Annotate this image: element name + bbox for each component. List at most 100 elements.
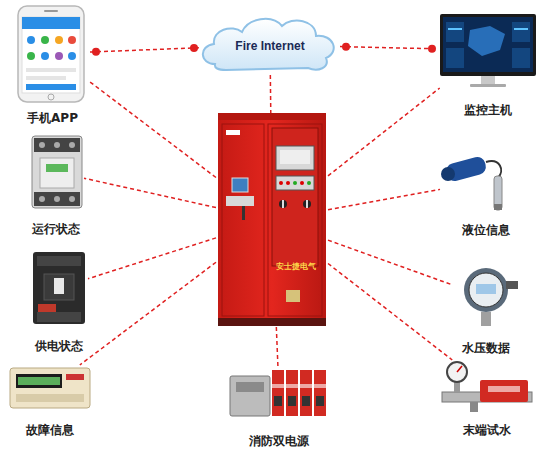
device-label: 运行状态 xyxy=(32,221,80,238)
contactor-illustration-part xyxy=(39,196,45,202)
pressure-transmitter-illustration xyxy=(464,268,518,326)
dashed-connector xyxy=(88,238,216,279)
device-label: 末端试水 xyxy=(463,422,511,439)
monitor-illustration-part xyxy=(481,76,495,84)
dashed-connector xyxy=(90,48,200,52)
cabinet-node: 安士捷电气 xyxy=(216,113,328,327)
breaker-illustration-part xyxy=(37,256,81,266)
control-cabinet-illustration-part xyxy=(226,196,254,206)
device-node: 液位信息 xyxy=(440,150,532,212)
dual-power-illustration-part xyxy=(288,396,296,406)
control-cabinet-illustration-part xyxy=(293,181,297,185)
contactor-illustration-part xyxy=(54,196,60,202)
test-valve-illustration-part xyxy=(470,402,478,412)
fault-device-illustration xyxy=(10,368,90,408)
dashed-connector xyxy=(340,47,438,49)
connector-dot xyxy=(92,48,100,56)
dual-power-illustration-part xyxy=(302,396,310,406)
control-cabinet-illustration-part xyxy=(300,181,304,185)
monitor-illustration-part xyxy=(512,48,530,68)
connector-dot xyxy=(190,44,198,52)
fault-device-illustration-part xyxy=(66,374,84,380)
breaker-illustration-part xyxy=(33,252,85,324)
phone-illustration-part xyxy=(22,17,80,93)
control-cabinet-illustration-part xyxy=(218,120,326,320)
device-label: 液位信息 xyxy=(462,222,510,239)
pressure-transmitter-illustration-part xyxy=(464,268,508,312)
monitor-illustration-part xyxy=(514,28,528,30)
control-cabinet-illustration-part xyxy=(307,181,311,185)
device-label: 水压数据 xyxy=(462,340,510,357)
device-label: 手机APP xyxy=(27,110,78,127)
dual-power-illustration-part xyxy=(300,370,312,416)
monitor-illustration-part xyxy=(448,28,462,30)
monitor-illustration-part xyxy=(470,84,506,87)
fault-device-illustration-part xyxy=(16,394,84,402)
control-cabinet-illustration-part xyxy=(272,128,318,266)
dashed-connector xyxy=(80,262,216,365)
dual-power-illustration xyxy=(230,370,326,416)
dual-power-illustration-part xyxy=(314,370,326,416)
level-sensor-illustration-part xyxy=(486,161,501,178)
breaker-illustration-part xyxy=(44,274,74,300)
phone-illustration-part xyxy=(18,6,84,102)
monitor-illustration-part xyxy=(446,48,464,68)
contactor-illustration-part xyxy=(32,136,82,208)
cabinet-brand-text: 安士捷电气 xyxy=(276,261,316,272)
control-cabinet-illustration-part xyxy=(282,200,284,208)
phone-illustration-part xyxy=(26,76,66,80)
breaker-illustration xyxy=(33,252,85,324)
phone-illustration-part xyxy=(41,52,49,60)
level-sensor-illustration xyxy=(441,155,502,210)
control-cabinet-illustration-part xyxy=(242,206,245,220)
dual-power-illustration-part xyxy=(316,396,324,406)
cloud-node: Fire Internet xyxy=(200,15,340,75)
level-sensor-illustration-part xyxy=(494,176,502,210)
control-cabinet-illustration-part xyxy=(222,124,264,316)
contactor-illustration-part xyxy=(34,138,80,152)
contactor-illustration xyxy=(32,136,82,208)
control-cabinet-illustration-part xyxy=(226,130,240,135)
test-valve-illustration-part xyxy=(457,366,462,372)
control-cabinet-illustration-part xyxy=(286,290,300,302)
fault-device-illustration-part xyxy=(18,377,60,385)
level-sensor-illustration-part xyxy=(494,204,502,210)
dual-power-illustration-part xyxy=(286,370,298,416)
control-cabinet-illustration-part xyxy=(279,181,283,185)
phone-illustration-part xyxy=(44,10,58,12)
device-node: 运行状态 xyxy=(28,133,84,211)
device-node: 末端试水 xyxy=(440,360,534,414)
device-label: 消防双电源 xyxy=(249,433,309,450)
device-label: 监控主机 xyxy=(464,102,512,119)
control-cabinet-illustration-part xyxy=(268,124,322,316)
dashed-connector xyxy=(90,82,216,178)
test-valve-illustration-part xyxy=(488,386,520,392)
dual-power-illustration-part xyxy=(230,376,270,416)
test-valve-illustration-part xyxy=(447,362,467,382)
monitor-illustration xyxy=(440,14,536,87)
monitor-illustration-part xyxy=(512,22,530,42)
dashed-connector xyxy=(270,75,272,113)
monitor-illustration-part xyxy=(468,26,505,56)
device-label: 供电状态 xyxy=(35,338,83,355)
control-cabinet-illustration-part xyxy=(276,146,314,170)
control-cabinet-illustration-part xyxy=(286,181,290,185)
dual-power-illustration-part xyxy=(236,382,264,392)
pressure-transmitter-illustration-part xyxy=(476,284,496,294)
monitor-illustration-part xyxy=(440,14,536,76)
contactor-illustration-part xyxy=(54,142,60,148)
dual-power-illustration-part xyxy=(274,396,282,406)
phone-illustration-part xyxy=(26,68,76,72)
test-valve-illustration xyxy=(442,362,532,412)
pressure-transmitter-illustration-part xyxy=(506,281,518,289)
phone-illustration-part xyxy=(27,52,35,60)
control-cabinet-illustration xyxy=(218,113,326,326)
control-cabinet-illustration-part xyxy=(218,113,326,121)
device-node: 手机APP xyxy=(15,5,90,102)
device-node: 水压数据 xyxy=(453,266,519,328)
control-cabinet-illustration-part xyxy=(279,200,287,208)
phone-illustration-part xyxy=(22,17,80,29)
breaker-illustration-part xyxy=(38,304,56,312)
level-sensor-illustration-part xyxy=(441,167,455,181)
monitor-illustration-part xyxy=(446,22,464,42)
